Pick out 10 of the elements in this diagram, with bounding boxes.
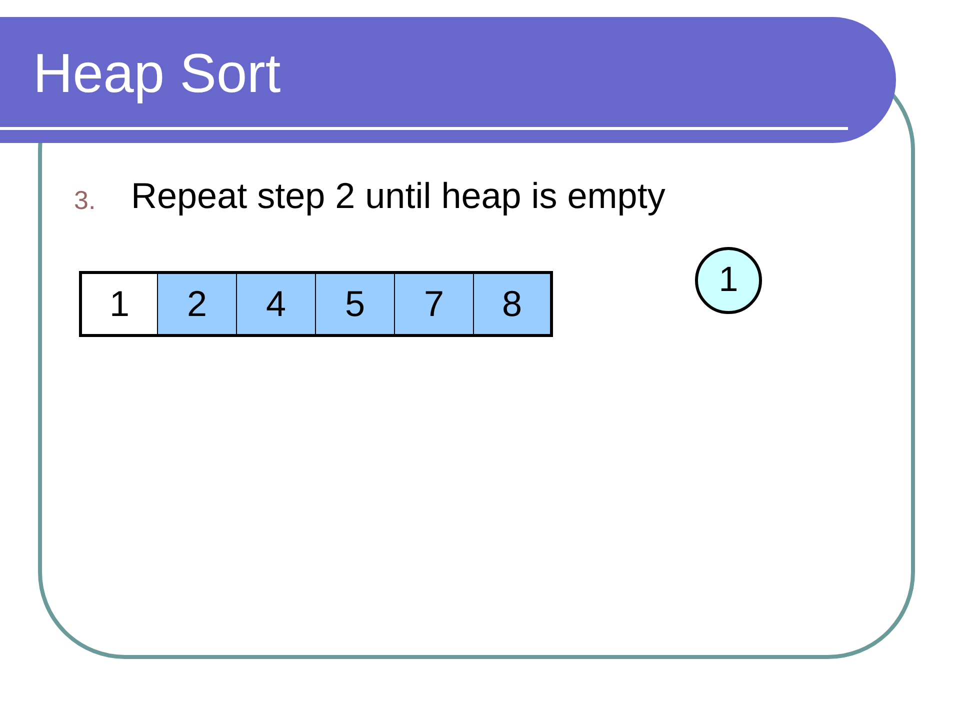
array-cell: 5 [316, 271, 395, 337]
array-cell: 8 [474, 271, 553, 337]
slide-title: Heap Sort [33, 46, 281, 101]
list-number: 3. [74, 187, 96, 213]
step-text: Repeat step 2 until heap is empty [131, 178, 666, 214]
tree-node-circle: 1 [695, 247, 762, 314]
array-cell: 4 [237, 271, 316, 337]
array-cell: 7 [395, 271, 474, 337]
array-cell: 2 [158, 271, 237, 337]
array-cell: 1 [79, 271, 158, 337]
